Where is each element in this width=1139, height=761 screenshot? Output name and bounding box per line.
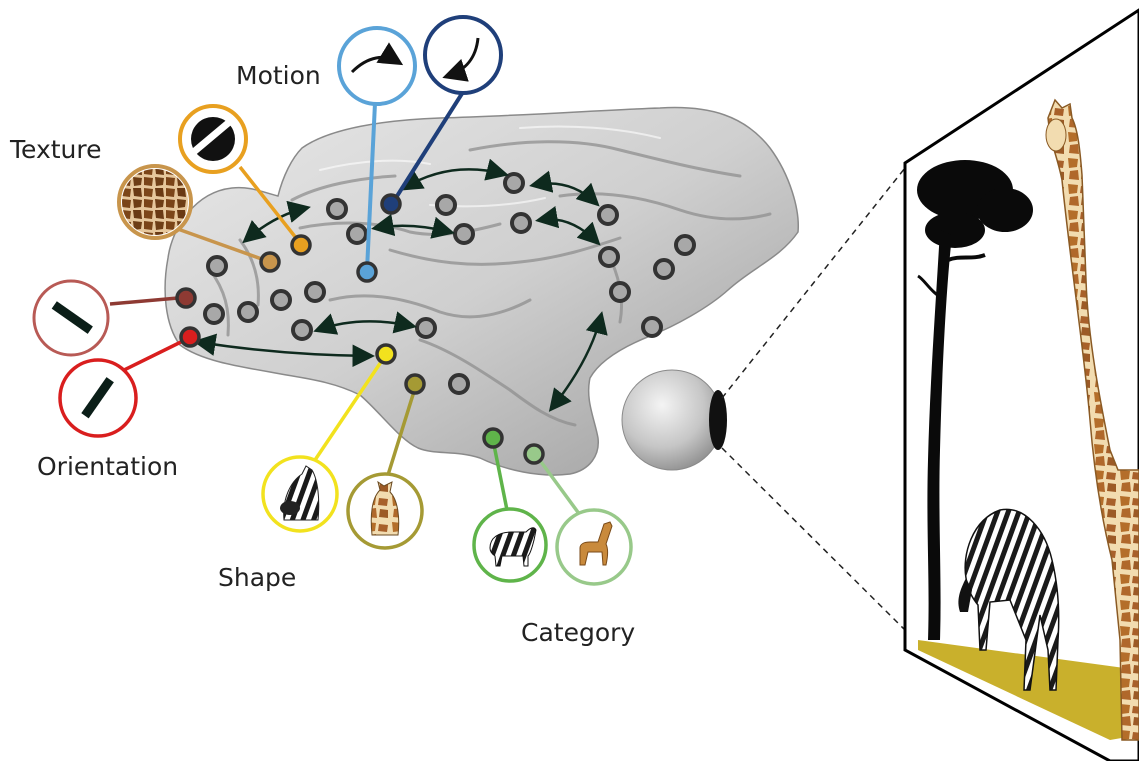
category-node-a [484, 429, 502, 447]
label-texture: Texture [10, 135, 102, 164]
giraffe-skin-texture-icon [119, 166, 191, 238]
label-motion: Motion [236, 61, 321, 90]
grey-node [643, 318, 661, 336]
grey-node [205, 305, 223, 323]
shape-node-b [406, 375, 424, 393]
oriented-bar-icon [60, 360, 136, 436]
label-shape: Shape [218, 563, 296, 592]
oriented-bar-icon [34, 281, 108, 355]
grey-node [676, 236, 694, 254]
grey-node [348, 225, 366, 243]
texture-node-b [261, 253, 279, 271]
grey-node [239, 303, 257, 321]
grey-node [505, 174, 523, 192]
grey-node [306, 283, 324, 301]
savanna-scene-icon [905, 10, 1139, 761]
texture-node-a [292, 236, 310, 254]
grey-node [293, 321, 311, 339]
grey-node [450, 375, 468, 393]
grey-node [512, 214, 530, 232]
label-category: Category [521, 618, 635, 647]
grey-node [611, 283, 629, 301]
grey-node [417, 319, 435, 337]
orientation-node-b [181, 328, 199, 346]
grey-node [455, 225, 473, 243]
motion-b-stimulus [425, 17, 501, 93]
category-node-b [525, 445, 543, 463]
grey-node [437, 196, 455, 214]
grey-node [599, 206, 617, 224]
grey-node [208, 257, 226, 275]
zebra-icon [474, 509, 546, 581]
motion-node-a [358, 263, 376, 281]
label-orientation: Orientation [37, 452, 178, 481]
giraffe-icon [557, 510, 631, 584]
shape-node-a [377, 345, 395, 363]
grey-node [655, 260, 673, 278]
grey-node [272, 291, 290, 309]
diagonal-stripes-icon [180, 106, 246, 172]
motion-node-b [382, 195, 400, 213]
grey-node [600, 248, 618, 266]
motion-a-stimulus [339, 28, 415, 104]
zebra-head-icon [263, 457, 337, 531]
eyeball-icon [622, 370, 727, 470]
orientation-node-a [177, 289, 195, 307]
giraffe-head-icon [348, 474, 422, 548]
grey-node [328, 200, 346, 218]
